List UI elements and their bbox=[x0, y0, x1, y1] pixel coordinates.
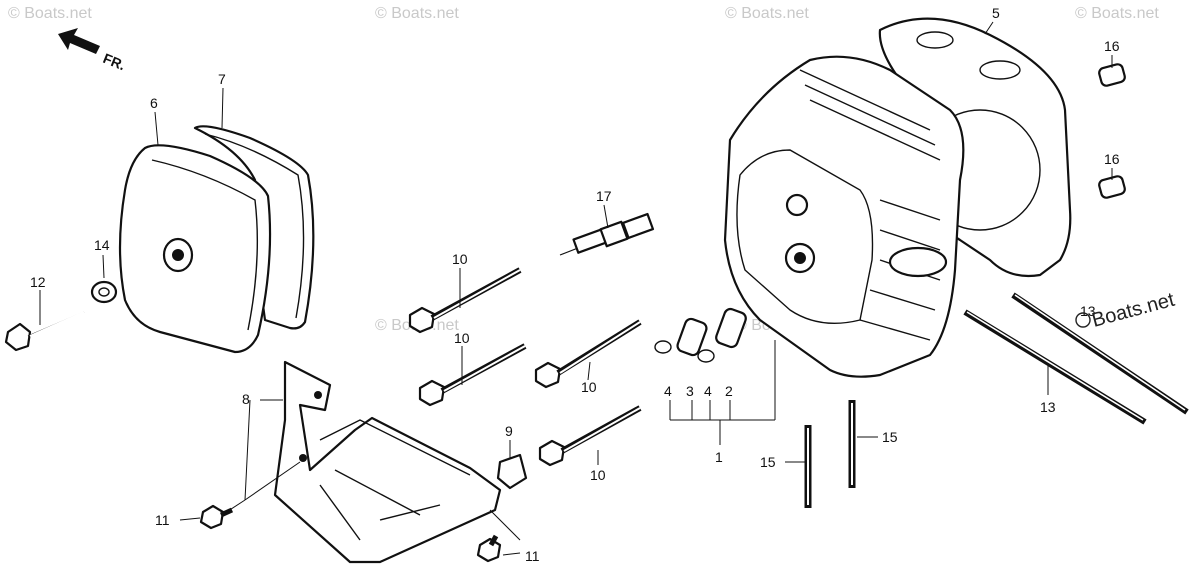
callout-3: 3 bbox=[686, 383, 694, 399]
valve-port-center bbox=[794, 252, 806, 264]
callout-13: 13 bbox=[1040, 399, 1056, 415]
shroud-hole bbox=[299, 454, 307, 462]
callout-11: 11 bbox=[525, 548, 540, 564]
guide-clip bbox=[654, 340, 672, 354]
callout-labels: 6 7 14 12 17 10 10 10 10 8 11 9 11 4 3 4… bbox=[30, 5, 1120, 564]
callout-15: 15 bbox=[760, 454, 776, 470]
flange-bolt-11 bbox=[476, 534, 502, 563]
dowel-pin bbox=[1098, 63, 1126, 87]
callout-17: 17 bbox=[596, 188, 612, 204]
callout-4: 4 bbox=[664, 383, 672, 399]
watermark-text: © Boats.net bbox=[8, 5, 92, 22]
callout-2: 2 bbox=[725, 383, 733, 399]
guide-clip bbox=[697, 349, 715, 363]
callout-14: 14 bbox=[94, 237, 110, 253]
dowel-pin bbox=[1098, 175, 1126, 199]
sealing-washer-hole bbox=[98, 287, 110, 297]
cylinder-head-face bbox=[736, 149, 874, 325]
stud-bolt-13 bbox=[963, 309, 1147, 425]
callout-11: 11 bbox=[155, 512, 170, 528]
flange-bolts-10 bbox=[408, 267, 642, 467]
leader-lines bbox=[39, 21, 1113, 556]
front-direction-indicator: FR. bbox=[58, 28, 128, 73]
head-cover bbox=[118, 144, 272, 354]
sealing-washer bbox=[90, 280, 118, 304]
callout-8: 8 bbox=[242, 391, 250, 407]
front-label: FR. bbox=[101, 50, 128, 73]
flange-bolt-11 bbox=[199, 504, 234, 530]
shroud-embossing bbox=[319, 419, 471, 541]
callout-16: 16 bbox=[1104, 151, 1120, 167]
valve-guide bbox=[715, 307, 747, 349]
shroud-hole bbox=[314, 391, 322, 399]
flange-bolt bbox=[534, 319, 642, 389]
flange-bolt-12 bbox=[4, 311, 85, 352]
flange-bolt bbox=[408, 267, 522, 334]
cylinder-head bbox=[723, 55, 965, 378]
brand-mark: Boats.net bbox=[1075, 289, 1178, 332]
watermark-text: © Boats.net bbox=[375, 5, 459, 22]
callout-6: 6 bbox=[150, 95, 158, 111]
valve-guide bbox=[676, 317, 708, 357]
callout-5: 5 bbox=[992, 5, 1000, 21]
front-arrow-icon bbox=[58, 28, 100, 54]
callout-9: 9 bbox=[505, 423, 513, 439]
flange-bolt bbox=[418, 343, 527, 407]
head-cover-bolt-hole bbox=[172, 249, 184, 261]
exhaust-flange bbox=[888, 246, 948, 278]
callout-12: 12 bbox=[30, 274, 46, 290]
callout-4: 4 bbox=[704, 383, 712, 399]
head-cover-gasket-inner bbox=[204, 133, 305, 319]
callout-10: 10 bbox=[454, 330, 470, 346]
callout-10: 10 bbox=[581, 379, 597, 395]
callout-1: 1 bbox=[715, 449, 723, 465]
head-gasket-port bbox=[979, 60, 1021, 80]
cylinder-head-shroud bbox=[273, 360, 502, 564]
callout-15: 15 bbox=[882, 429, 898, 445]
watermark-text: © Boats.net bbox=[1075, 5, 1159, 22]
callout-10: 10 bbox=[590, 467, 606, 483]
head-cover-inner-edge bbox=[151, 159, 259, 331]
stud-bolt-13 bbox=[1011, 292, 1189, 415]
valve-port bbox=[785, 193, 809, 217]
callout-13: 13 bbox=[1080, 303, 1096, 319]
callout-16: 16 bbox=[1104, 38, 1120, 54]
callout-7: 7 bbox=[218, 71, 226, 87]
spark-plug bbox=[559, 212, 655, 256]
flange-bolt bbox=[538, 405, 642, 467]
head-gasket-port bbox=[916, 31, 954, 49]
shroud-clip bbox=[496, 453, 528, 490]
brand-text: Boats.net bbox=[1090, 289, 1178, 332]
copyright-icon bbox=[1075, 312, 1091, 328]
callout-10: 10 bbox=[452, 251, 468, 267]
watermark-text: © Boats.net bbox=[725, 5, 809, 22]
